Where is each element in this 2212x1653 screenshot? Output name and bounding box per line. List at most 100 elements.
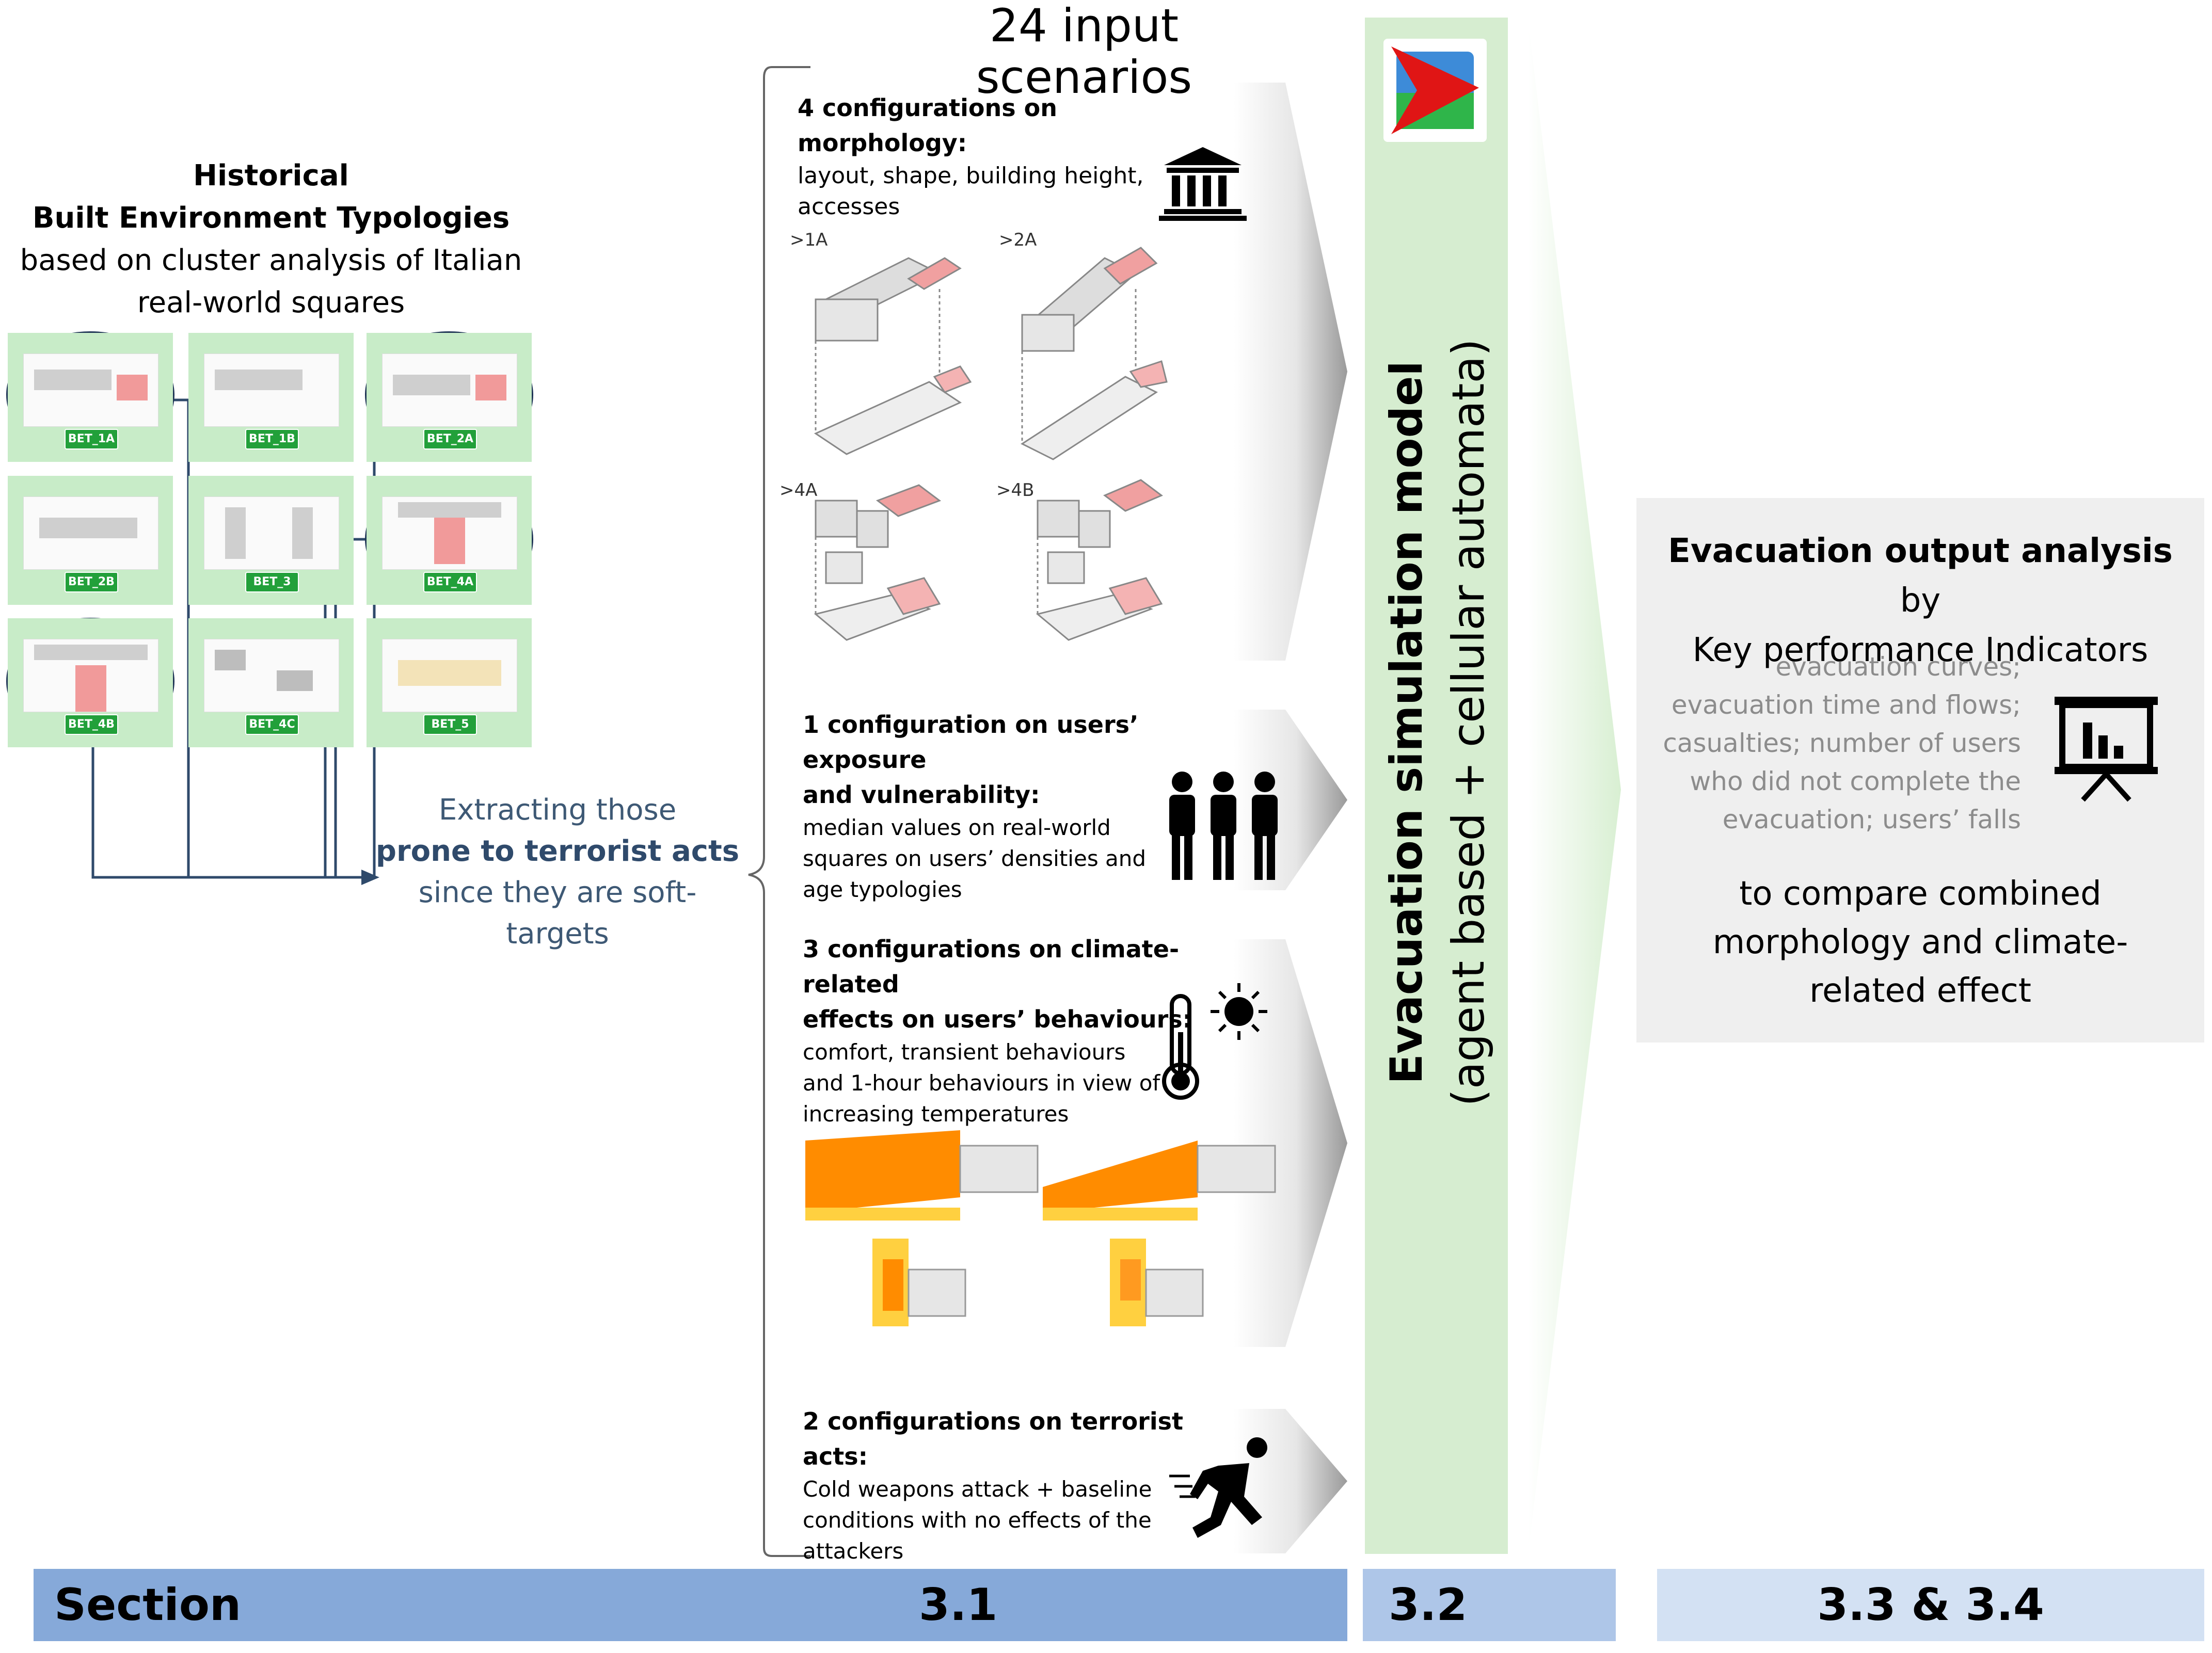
climate-title1: 3 configurations on climate-related xyxy=(803,935,1180,998)
kpi-compare1: to compare combined xyxy=(1739,875,2102,913)
users-text1: median values on real-world xyxy=(803,815,1111,840)
morphology-sketches xyxy=(814,247,1168,641)
model-band xyxy=(1361,13,1512,1558)
historical-line2: Built Environment Typologies xyxy=(32,201,510,235)
extract-line1: Extracting those xyxy=(438,793,677,827)
kpi-item: evacuation; users’ falls xyxy=(1722,805,2021,834)
typology-badge: BET_1A xyxy=(65,429,118,450)
typology-badge: BET_4A xyxy=(423,572,477,592)
running-person-icon xyxy=(1169,1437,1267,1538)
typology-tile: BET_1B xyxy=(188,333,354,462)
typology-badge: BET_5 xyxy=(423,714,477,735)
typology-badge: BET_4C xyxy=(245,714,299,735)
morphology-text2: accesses xyxy=(798,194,900,220)
section-bar-33 xyxy=(1657,1569,2204,1641)
section-label: Section xyxy=(54,1579,242,1631)
section-bar-32 xyxy=(1363,1569,1616,1641)
terrorist-text3: attackers xyxy=(803,1538,904,1564)
morphology-title: 4 configurations on morphology: xyxy=(798,94,1057,157)
typology-tile: BET_2A xyxy=(367,333,532,462)
building-icon xyxy=(1159,147,1247,221)
typology-tile: BET_4A xyxy=(367,476,532,605)
extract-text: Extracting those prone to terrorist acts… xyxy=(356,790,759,955)
model-line2: (agent based + cellular automata) xyxy=(1443,339,1494,1106)
kpi-head-bold: Evacuation output analysis xyxy=(1668,532,2173,570)
typology-badge: BET_4B xyxy=(65,714,118,735)
typology-plan xyxy=(204,639,339,712)
kpi-compare3: related effect xyxy=(1809,972,2031,1010)
thermometer-sun-icon xyxy=(1162,983,1267,1100)
section-31: 3.1 xyxy=(919,1579,998,1631)
climate-text3: increasing temperatures xyxy=(803,1101,1069,1127)
typology-plan xyxy=(23,639,158,712)
section-bar-31 xyxy=(34,1569,1347,1641)
typology-plan xyxy=(204,496,339,570)
typology-badge: BET_3 xyxy=(245,572,299,592)
climate-text2: and 1-hour behaviours in view of xyxy=(803,1070,1160,1096)
typology-badge: BET_2B xyxy=(65,572,118,592)
morph-label-1a: >1A xyxy=(790,230,828,250)
users-title2: and vulnerability: xyxy=(803,781,1040,809)
typology-plan xyxy=(382,354,517,427)
typology-plan xyxy=(23,354,158,427)
scenarios-title: 24 input scenarios xyxy=(976,0,1192,104)
model-to-kpi-arrow xyxy=(1528,21,1621,1553)
kpi-list: evacuation curves; evacuation time and f… xyxy=(1652,648,2021,839)
climate-title2: effects on users’ behaviours: xyxy=(803,1005,1192,1033)
typology-badge: BET_2A xyxy=(423,429,477,450)
typology-plan xyxy=(382,496,517,570)
historical-line1: Historical xyxy=(193,159,349,192)
model-label: Evacuation simulation model (agent based… xyxy=(1376,335,1531,1110)
scenario-brace xyxy=(748,66,810,1557)
typology-tile: BET_4B xyxy=(8,618,173,747)
people-icon xyxy=(1169,772,1278,880)
kpi-item: evacuation curves; xyxy=(1775,652,2021,682)
kpi-item: who did not complete the xyxy=(1690,766,2021,796)
kpi-item: casualties; number of users xyxy=(1663,728,2021,758)
climate-text1: comfort, transient behaviours xyxy=(803,1039,1126,1065)
extract-line2: prone to terrorist acts xyxy=(375,834,740,868)
users-group: 1 configuration on users’ exposure and v… xyxy=(803,707,1236,905)
morph-label-4a: >4A xyxy=(779,480,818,501)
section-33: 3.3 & 3.4 xyxy=(1817,1579,2044,1631)
terrorist-title: 2 configurations on terrorist acts: xyxy=(803,1407,1183,1470)
typology-badge: BET_1B xyxy=(245,429,299,450)
typology-tile: BET_1A xyxy=(8,333,173,462)
typology-plan xyxy=(382,639,517,712)
kpi-heading: Evacuation output analysis by Key perfor… xyxy=(1652,526,2189,675)
typology-plan xyxy=(204,354,339,427)
simulation-app-icon xyxy=(1383,39,1487,142)
historical-title: Historical Built Environment Typologies … xyxy=(0,155,542,324)
typology-plan xyxy=(23,496,158,570)
users-text3: age typologies xyxy=(803,877,962,902)
typology-tile: BET_5 xyxy=(367,618,532,747)
presentation-chart-icon xyxy=(2055,697,2158,802)
kpi-head-line2: Key performance Indicators xyxy=(1692,631,2149,669)
users-title1: 1 configuration on users’ exposure xyxy=(803,711,1139,774)
morphology-group: 4 configurations on morphology: layout, … xyxy=(798,90,1211,222)
kpi-item: evacuation time and flows; xyxy=(1671,690,2021,720)
terrorist-group: 2 configurations on terrorist acts: Cold… xyxy=(803,1404,1236,1567)
climate-arrow xyxy=(1234,939,1347,1347)
typology-tile: BET_2B xyxy=(8,476,173,605)
typology-tile: BET_3 xyxy=(188,476,354,605)
historical-line3: based on cluster analysis of Italian xyxy=(20,244,522,277)
kpi-head-rest: by xyxy=(1900,582,1941,620)
kpi-compare: to compare combined morphology and clima… xyxy=(1652,870,2189,1015)
morph-label-4b: >4B xyxy=(996,480,1035,501)
terrorist-text1: Cold weapons attack + baseline xyxy=(803,1477,1152,1502)
morphology-arrow xyxy=(1234,83,1347,661)
users-text2: squares on users’ densities and xyxy=(803,846,1147,871)
morph-label-2a: >2A xyxy=(999,230,1037,250)
kpi-compare2: morphology and climate- xyxy=(1712,923,2128,961)
historical-line4: real-world squares xyxy=(137,286,405,319)
morphology-text1: layout, shape, building height, xyxy=(798,163,1144,189)
typology-tile: BET_4C xyxy=(188,618,354,747)
climate-heatmaps xyxy=(805,1130,1276,1326)
extract-line4: targets xyxy=(506,917,609,951)
extract-line3: since they are soft- xyxy=(418,876,697,909)
section-32: 3.2 xyxy=(1389,1579,1468,1631)
terrorist-text2: conditions with no effects of the xyxy=(803,1507,1152,1533)
climate-group: 3 configurations on climate-related effe… xyxy=(803,932,1236,1130)
model-line1: Evacuation simulation model xyxy=(1381,361,1433,1084)
